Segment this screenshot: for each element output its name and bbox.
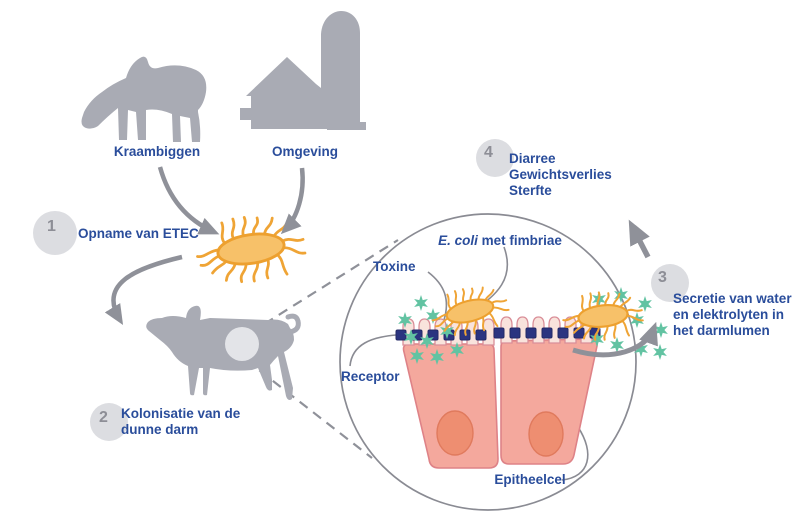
- step-3-label: Secretie van water en elektrolyten in he…: [673, 291, 792, 338]
- label-receptor: Receptor: [341, 369, 400, 384]
- step-4-circle: [476, 139, 514, 177]
- step-3-circle: [651, 264, 689, 302]
- arrow-piglets-to-etec: [157, 166, 220, 235]
- step-2-label: Kolonisatie van de dunne darm: [121, 406, 241, 437]
- step-4-number: 4: [484, 144, 493, 161]
- arrow-etec-to-piglet: [104, 254, 183, 325]
- step-4-label: Diarree Gewichtsverlies Sterfte: [509, 151, 612, 198]
- receptor-leader-line: [349, 334, 397, 367]
- label-kraambiggen: Kraambiggen: [113, 144, 201, 159]
- step-1-circle: [33, 211, 77, 255]
- flow-arrows: [104, 166, 651, 325]
- label-toxine: Toxine: [373, 259, 416, 274]
- step-3-number: 3: [658, 269, 667, 286]
- nucleus-left: [436, 410, 474, 456]
- label-epitheelcel: Epitheelcel: [494, 472, 566, 487]
- nucleus-right: [528, 411, 564, 457]
- barn-silhouette-icon: [240, 11, 366, 130]
- arrow-step3-to-step4: [628, 219, 651, 259]
- piglet-gut-highlight-circle: [225, 327, 259, 361]
- step-2-number: 2: [99, 409, 108, 426]
- sow-silhouette-icon: [81, 56, 207, 142]
- label-omgeving: Omgeving: [271, 144, 338, 159]
- epithelial-cell-left: [402, 343, 499, 469]
- step-1-number: 1: [47, 218, 56, 235]
- step-1-label: Opname van ETEC: [78, 226, 199, 241]
- secretion-arrow: [572, 321, 658, 358]
- step-2-circle: [90, 403, 128, 441]
- label-ecoli-met-fimbriae: E. coli met fimbriae: [438, 233, 562, 248]
- epithelial-leader-line: [561, 426, 589, 481]
- arrow-environment-to-etec: [280, 167, 305, 235]
- piglet-silhouette-icon: [146, 305, 301, 400]
